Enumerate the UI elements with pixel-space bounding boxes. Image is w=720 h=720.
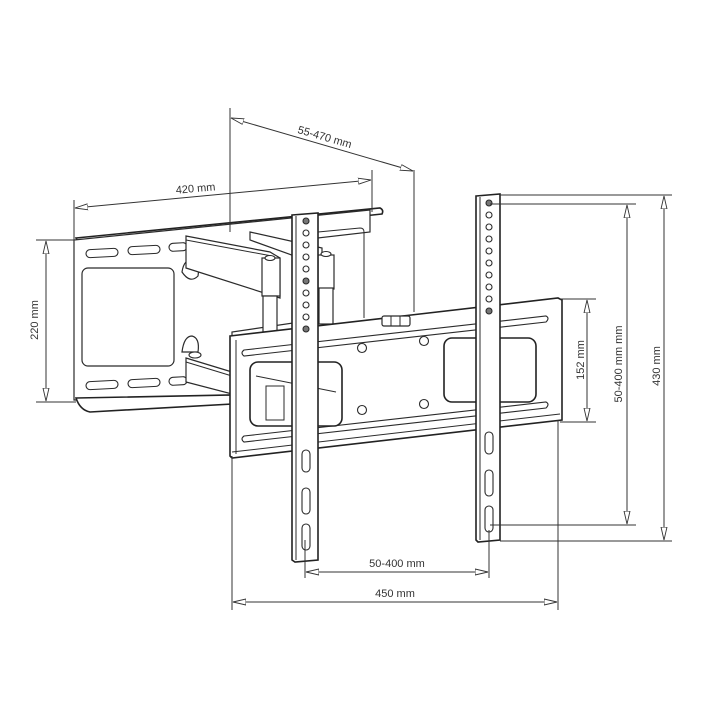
dim-label-wall-plate-width: 420 mm <box>175 181 216 196</box>
dim-overall-width: 450 mm <box>231 420 559 610</box>
dim-label-vesa-vertical: 50-400 mm mm <box>613 325 625 402</box>
dim-label-overall-width: 450 mm <box>375 588 415 600</box>
dim-label-arm-extension: 55-470 mm <box>296 124 353 151</box>
dim-wall-plate-height: 220 mm <box>29 239 76 403</box>
dim-label-wall-plate-height: 220 mm <box>29 300 41 340</box>
dim-label-slot-spacing: 152 mm <box>575 340 587 380</box>
dim-vesa-horizontal: 50-400 mm <box>304 530 490 578</box>
dim-wall-plate-width: 420 mm <box>73 170 373 240</box>
dim-label-vesa-horizontal: 50-400 mm <box>369 558 425 570</box>
wall-plate <box>73 207 384 413</box>
left-vertical-bracket <box>291 212 319 563</box>
right-vertical-bracket <box>475 193 501 543</box>
dim-vesa-vertical: 50-400 mm mm <box>490 203 636 526</box>
dim-slot-spacing: 152 mm <box>560 298 596 423</box>
dim-label-bracket-height: 430 mm <box>651 346 663 386</box>
dim-bracket-height: 430 mm <box>500 194 672 542</box>
